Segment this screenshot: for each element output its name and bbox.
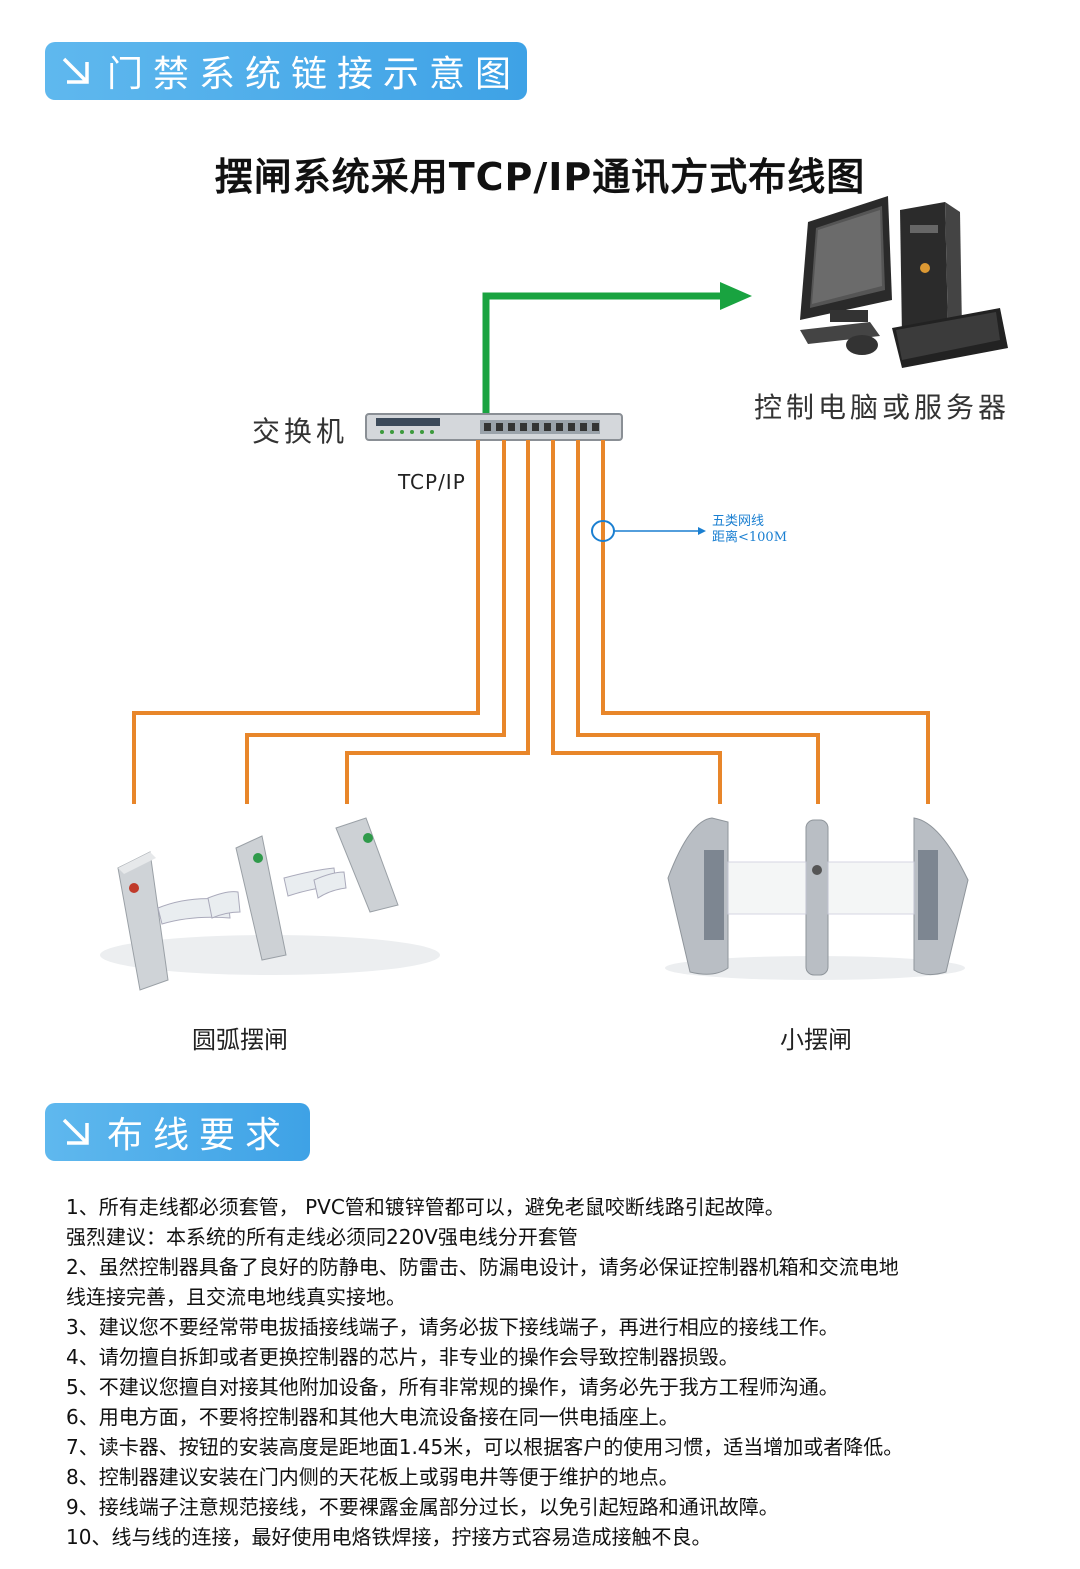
small-swing-gate-image xyxy=(665,817,969,980)
pc-label: 控制电脑或服务器 xyxy=(754,391,1011,424)
network-switch-icon xyxy=(365,413,623,441)
diagram-title: 摆闸系统采用TCP/IP通讯方式布线图 xyxy=(214,155,866,199)
arrow-down-right-icon xyxy=(62,57,89,84)
banner-title: 门禁系统链接示意图 xyxy=(107,54,522,95)
section-banner-requirements: 布线要求 xyxy=(45,1103,310,1161)
section-banner-diagram: 门禁系统链接示意图 xyxy=(45,42,527,100)
requirement-item: 10、线与线的连接，最好使用电烙铁焊接，拧接方式容易造成接触不良。 xyxy=(66,1525,712,1549)
cable-note-type: 五类网线 xyxy=(712,514,765,529)
gate-right-label: 小摆闸 xyxy=(780,1026,852,1054)
uplink-cable xyxy=(482,292,725,418)
requirements-list: 1、所有走线都必须套管， PVC管和镀锌管都可以，避免老鼠咬断线路引起故障。 强… xyxy=(66,1192,1026,1552)
arc-swing-gate-image xyxy=(100,817,440,991)
requirement-item: 7、读卡器、按钮的安装高度是距地面1.45米，可以根据客户的使用习惯，适当增加或… xyxy=(66,1435,904,1459)
requirement-item: 6、用电方面，不要将控制器和其他大电流设备接在同一供电插座上。 xyxy=(66,1405,679,1429)
wiring-diagram xyxy=(100,196,1008,991)
computer-icon xyxy=(800,196,1008,368)
requirement-item: 线连接完善，且交流电地线真实接地。 xyxy=(66,1285,406,1309)
requirement-item: 3、建议您不要经常带电拔插接线端子，请务必拔下接线端子，再进行相应的接线工作。 xyxy=(66,1315,839,1339)
uplink-arrowhead xyxy=(720,282,752,310)
switch-label: 交换机 xyxy=(252,415,349,448)
requirement-item: 4、请勿擅自拆卸或者更换控制器的芯片，非专业的操作会导致控制器损毁。 xyxy=(66,1345,739,1369)
requirement-item: 8、控制器建议安装在门内侧的天花板上或弱电井等便于维护的地点。 xyxy=(66,1465,679,1489)
requirement-item: 2、虽然控制器具备了良好的防静电、防雷击、防漏电设计，请务必保证控制器机箱和交流… xyxy=(66,1255,899,1279)
banner-title: 布线要求 xyxy=(107,1115,292,1156)
requirement-item: 1、所有走线都必须套管， PVC管和镀锌管都可以，避免老鼠咬断线路引起故障。 xyxy=(66,1195,785,1219)
cable-gate-left-1 xyxy=(132,440,480,804)
cable-gate-right-2 xyxy=(576,440,820,804)
requirement-item: 5、不建议您擅自对接其他附加设备，所有非常规的操作，请务必先于我方工程师沟通。 xyxy=(66,1375,839,1399)
cable-gate-right-3 xyxy=(601,440,930,804)
cable-gate-left-2 xyxy=(245,440,506,804)
cable-gate-left-3 xyxy=(345,440,530,804)
arrow-down-right-icon xyxy=(62,1118,89,1145)
gate-left-label: 圆弧摆闸 xyxy=(192,1026,288,1054)
requirement-item: 9、接线端子注意规范接线，不要裸露金属部分过长，以免引起短路和通讯故障。 xyxy=(66,1495,779,1519)
cable-gate-right-1 xyxy=(551,440,722,804)
protocol-label: TCP/IP xyxy=(398,470,466,494)
cable-note: 五类网线 距离<100M xyxy=(712,514,787,546)
requirement-item: 强烈建议：本系统的所有走线必须同220V强电线分开套管 xyxy=(66,1225,578,1249)
cable-note-distance: 距离<100M xyxy=(712,530,788,545)
